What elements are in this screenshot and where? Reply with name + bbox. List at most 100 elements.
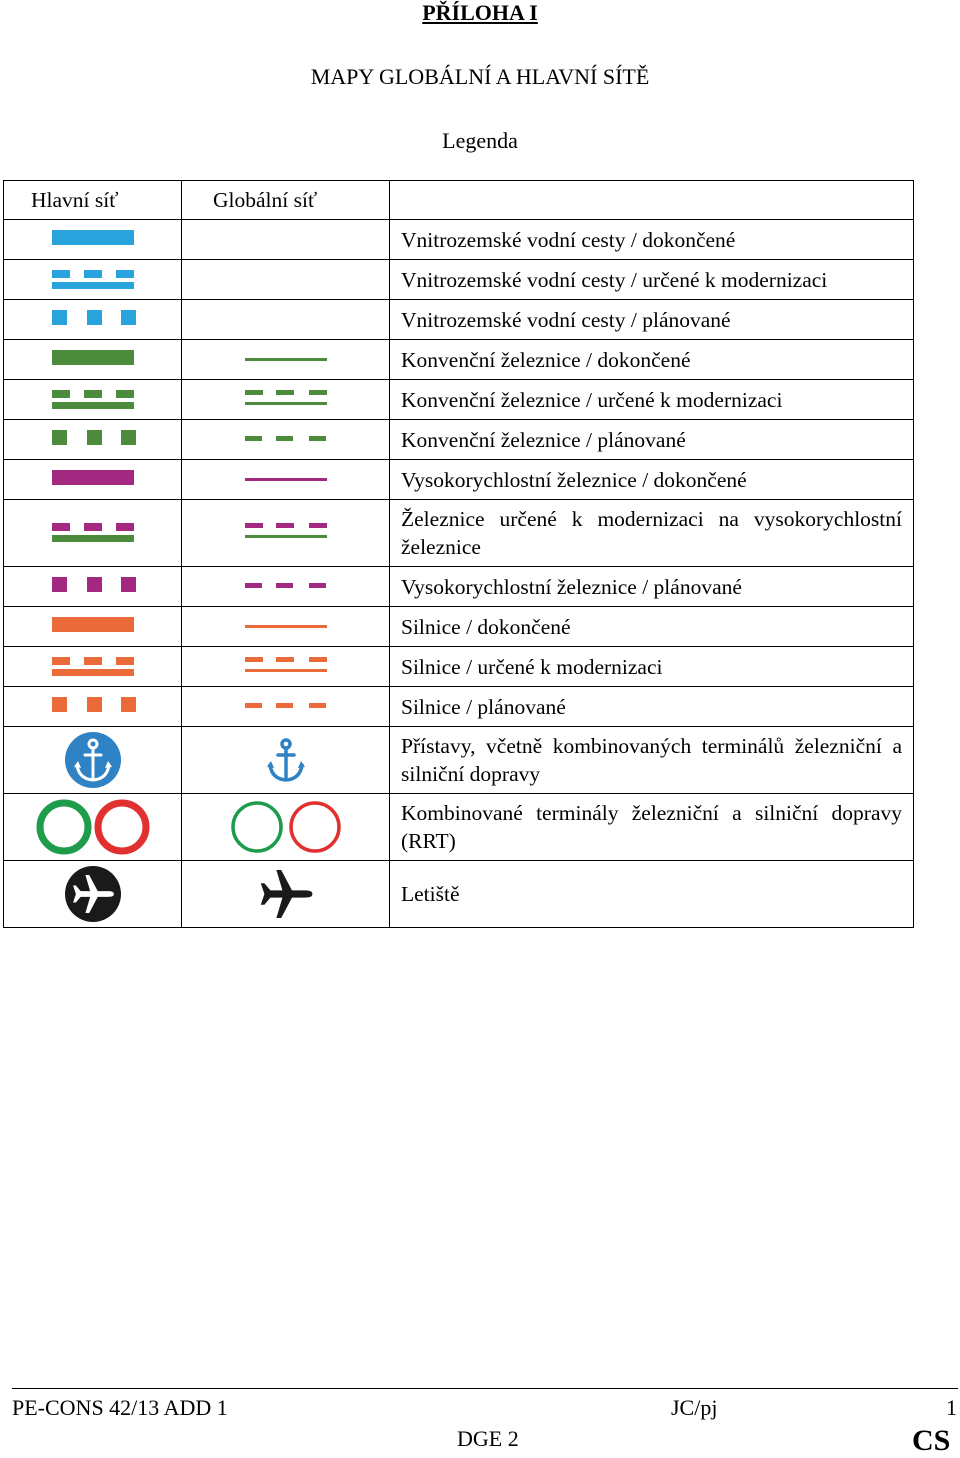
legend-row: Silnice / plánované [3,686,914,727]
legend-label: Kombinované terminály železniční a silni… [401,801,902,853]
comprehensive-symbol-cell [181,646,390,687]
legend-row: Silnice / dokončené [3,606,914,647]
legend-label: Letiště [401,882,460,906]
legend-description-cell: Vysokorychlostní železnice / plánované [389,566,914,607]
legend-row: Silnice / určené k modernizaci [3,646,914,687]
col-description-header [389,180,914,220]
core-symbol-cell [3,793,182,861]
green-thin-planned-line-icon [244,435,326,441]
legend-row: Letiště [3,860,914,928]
footer-page-number: 1 [946,1395,957,1420]
legend-description-cell: Silnice / plánované [389,686,914,727]
maps-title: MAPY GLOBÁLNÍ A HLAVNÍ SÍTĚ [310,64,650,89]
legend-table: Hlavní síť Globální síť Vnitrozemské vod… [3,180,914,928]
legend-label: Konvenční železnice / určené k moderniza… [401,387,783,412]
green-thin-solid-line-icon [244,357,327,361]
footer-divider [12,1388,958,1389]
legend-description-cell: Přístavy, včetně kombinovaných terminálů… [389,726,914,794]
comprehensive-symbol-cell [181,499,390,567]
purple-thin-solid-line-icon [244,477,327,481]
comprehensive-symbol-cell [181,339,390,380]
orange-thin-upgrade-line-icon [244,656,327,672]
legend-label: Silnice / plánované [401,694,566,719]
core-symbol-cell [3,459,182,500]
comprehensive-symbol-cell [181,419,390,460]
legend-header-row: Hlavní síť Globální síť [3,180,914,220]
legend-label: Vnitrozemské vodní cesty / určené k mode… [401,267,828,292]
legend-description-cell: Vysokorychlostní železnice / dokončené [389,459,914,500]
rrt-thin-rings-icon [230,801,341,853]
legend-row: Železnice určené k modernizaci na vysoko… [3,499,914,567]
legend-row: Vnitrozemské vodní cesty / plánované [3,299,914,340]
core-symbol-cell [3,379,182,420]
legend-row: Vnitrozemské vodní cesty / dokončené [3,219,914,260]
orange-planned-line-icon [51,696,136,712]
core-symbol-cell [3,726,182,794]
purple-thin-planned-line-icon [244,582,326,588]
green-solid-line-icon [51,349,134,365]
legend-label: Vysokorychlostní železnice / dokončené [401,467,747,492]
orange-upgrade-line-icon [51,656,134,676]
legend-description-cell: Silnice / dokončené [389,606,914,647]
orange-solid-line-icon [51,616,134,632]
legend-label: Železnice určené k modernizaci na vysoko… [401,507,902,559]
legend-description-cell: Silnice / určené k modernizaci [389,646,914,687]
legend-row: Vnitrozemské vodní cesty / určené k mode… [3,259,914,300]
purple-green-upgrade-line-icon [51,523,134,542]
legend-row: Vysokorychlostní železnice / plánované [3,566,914,607]
comprehensive-symbol-cell [181,566,390,607]
comprehensive-symbol-cell [181,459,390,500]
legend-label: Vnitrozemské vodní cesty / plánované [401,307,731,332]
legend-label: Přístavy, včetně kombinovaných terminálů… [401,734,902,786]
legend-description-cell: Letiště [389,860,914,928]
legend-label: Vnitrozemské vodní cesty / dokončené [401,227,736,252]
footer-dge: DGE 2 [457,1426,519,1451]
legend-description-cell: Konvenční železnice / plánované [389,419,914,460]
footer-initials: JC/pj [671,1395,718,1420]
legend-title: Legenda [442,128,518,153]
core-symbol-cell [3,219,182,260]
legend-description-cell: Vnitrozemské vodní cesty / určené k mode… [389,259,914,300]
legend-row: Konvenční železnice / dokončené [3,339,914,380]
comprehensive-symbol-cell [181,686,390,727]
legend-label: Konvenční železnice / dokončené [401,347,691,372]
core-symbol-cell [3,299,182,340]
green-thin-upgrade-line-icon [244,389,327,405]
footer-language: CS [912,1424,951,1457]
airplane-circle-icon [64,866,121,922]
orange-thin-planned-line-icon [244,702,326,708]
purple-solid-line-icon [51,469,134,485]
blue-planned-line-icon [51,309,136,325]
core-symbol-cell [3,499,182,567]
legend-description-cell: Kombinované terminály železniční a silni… [389,793,914,861]
core-symbol-cell [3,606,182,647]
comprehensive-symbol-cell [181,379,390,420]
legend-description-cell: Konvenční železnice / dokončené [389,339,914,380]
core-symbol-cell [3,686,182,727]
comprehensive-symbol-cell [181,219,390,260]
annex-heading: PŘÍLOHA I [422,0,538,25]
core-symbol-cell [3,566,182,607]
col-comprehensive-header: Globální síť [181,180,390,220]
legend-description-cell: Vnitrozemské vodní cesty / dokončené [389,219,914,260]
purple-planned-line-icon [51,576,136,592]
airplane-icon [260,869,312,919]
orange-thin-solid-line-icon [244,624,327,628]
core-symbol-cell [3,419,182,460]
green-planned-line-icon [51,429,136,445]
blue-solid-line-icon [51,229,134,245]
col-core-header: Hlavní síť [3,180,182,220]
legend-label: Silnice / určené k modernizaci [401,654,663,679]
purple-green-thin-upgrade-line-icon [244,523,327,538]
core-symbol-cell [3,339,182,380]
comprehensive-symbol-cell [181,793,390,861]
core-symbol-cell [3,259,182,300]
rrt-rings-icon [36,799,149,855]
comprehensive-symbol-cell [181,726,390,794]
legend-description-cell: Železnice určené k modernizaci na vysoko… [389,499,914,567]
legend-label: Vysokorychlostní železnice / plánované [401,574,742,599]
core-symbol-cell [3,646,182,687]
legend-row: Konvenční železnice / určené k moderniza… [3,379,914,420]
legend-description-cell: Konvenční železnice / určené k moderniza… [389,379,914,420]
anchor-circle-icon [64,732,121,788]
